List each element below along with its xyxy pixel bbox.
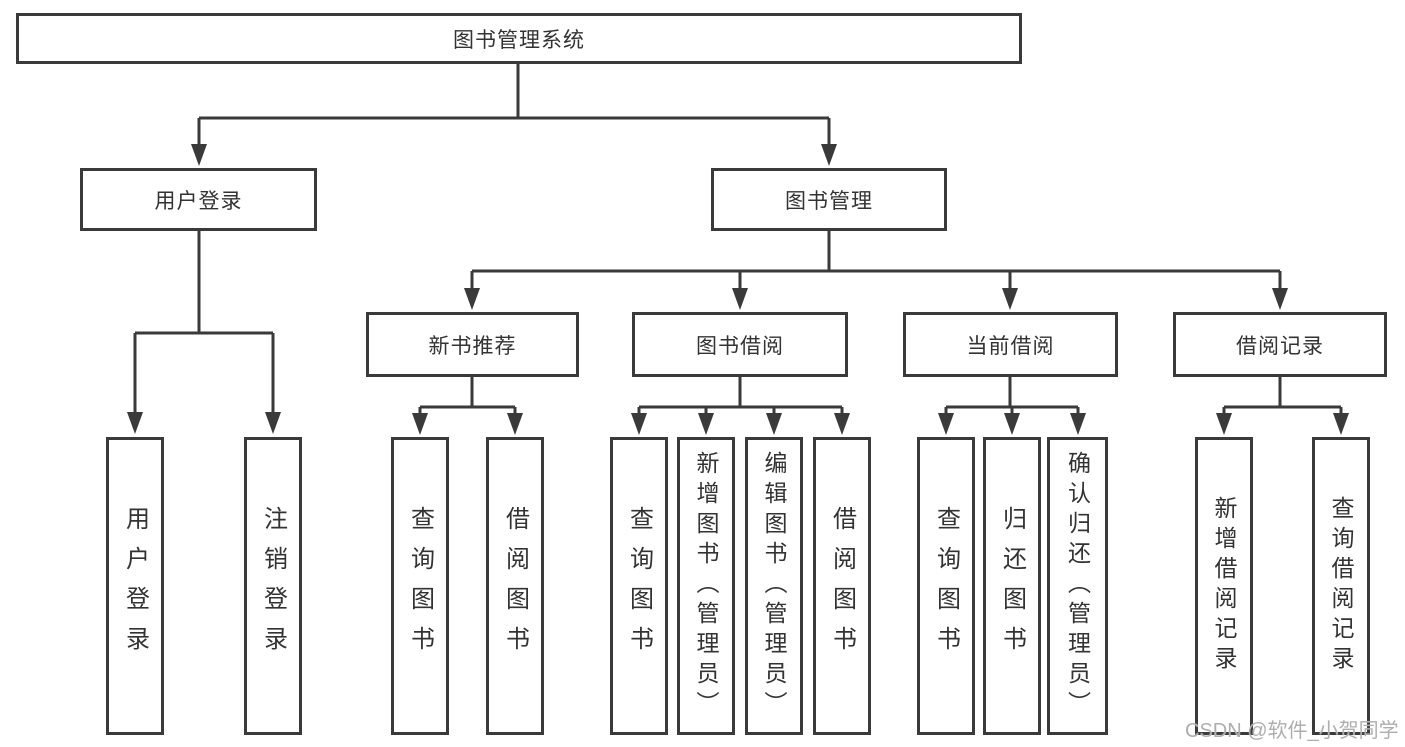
leaf-query-books-recommend: 查询图书 xyxy=(391,437,449,735)
node-borrow-records: 借阅记录 xyxy=(1173,312,1387,377)
leaf-query-books-borrow: 查询图书 xyxy=(610,437,668,735)
node-label: 归还图书 xyxy=(998,506,1026,666)
node-label: 用户登录 xyxy=(121,506,149,666)
node-label: 图书管理 xyxy=(785,189,873,213)
node-label: 新增借阅记录 xyxy=(1211,496,1237,676)
leaf-borrow-books: 借阅图书 xyxy=(813,437,871,735)
node-label: 借阅图书 xyxy=(501,506,529,666)
node-label: 查询图书 xyxy=(625,506,653,666)
leaf-borrow-books-recommend: 借阅图书 xyxy=(486,437,544,735)
node-label: 查询图书 xyxy=(932,506,960,666)
node-label: 用户登录 xyxy=(154,189,243,213)
watermark: CSDN @软件_小贺同学 xyxy=(1185,720,1399,742)
node-current-borrow: 当前借阅 xyxy=(903,312,1118,377)
node-label: 新增图书（管理员） xyxy=(693,451,719,721)
leaf-edit-books-admin: 编辑图书（管理员） xyxy=(745,437,803,735)
leaf-query-borrow-record: 查询借阅记录 xyxy=(1312,437,1370,735)
node-label: 确认归还（管理员） xyxy=(1064,451,1091,721)
leaf-logout-login: 注销登录 xyxy=(244,437,302,735)
leaf-add-borrow-record: 新增借阅记录 xyxy=(1195,437,1253,735)
node-label: 借阅记录 xyxy=(1236,334,1324,358)
node-book-borrow: 图书借阅 xyxy=(632,312,848,377)
node-library-system: 图书管理系统 xyxy=(16,13,1022,64)
leaf-return-books: 归还图书 xyxy=(983,437,1041,735)
node-book-management: 图书管理 xyxy=(711,168,947,231)
node-label: 注销登录 xyxy=(259,506,287,666)
leaf-add-books-admin: 新增图书（管理员） xyxy=(677,437,735,735)
leaf-user-login: 用户登录 xyxy=(106,437,164,735)
leaf-confirm-return-admin: 确认归还（管理员） xyxy=(1047,437,1108,735)
node-label: 查询借阅记录 xyxy=(1328,496,1354,676)
node-label: 当前借阅 xyxy=(966,334,1055,358)
node-label: 借阅图书 xyxy=(828,506,856,666)
node-user-login: 用户登录 xyxy=(80,168,317,231)
node-new-book-recommend: 新书推荐 xyxy=(366,312,579,377)
node-label: 图书借阅 xyxy=(696,334,784,358)
node-label: 图书管理系统 xyxy=(453,28,585,52)
node-label: 编辑图书（管理员） xyxy=(761,451,787,721)
node-label: 新书推荐 xyxy=(428,334,517,358)
node-label: 查询图书 xyxy=(406,506,434,666)
leaf-query-books-current: 查询图书 xyxy=(917,437,975,735)
